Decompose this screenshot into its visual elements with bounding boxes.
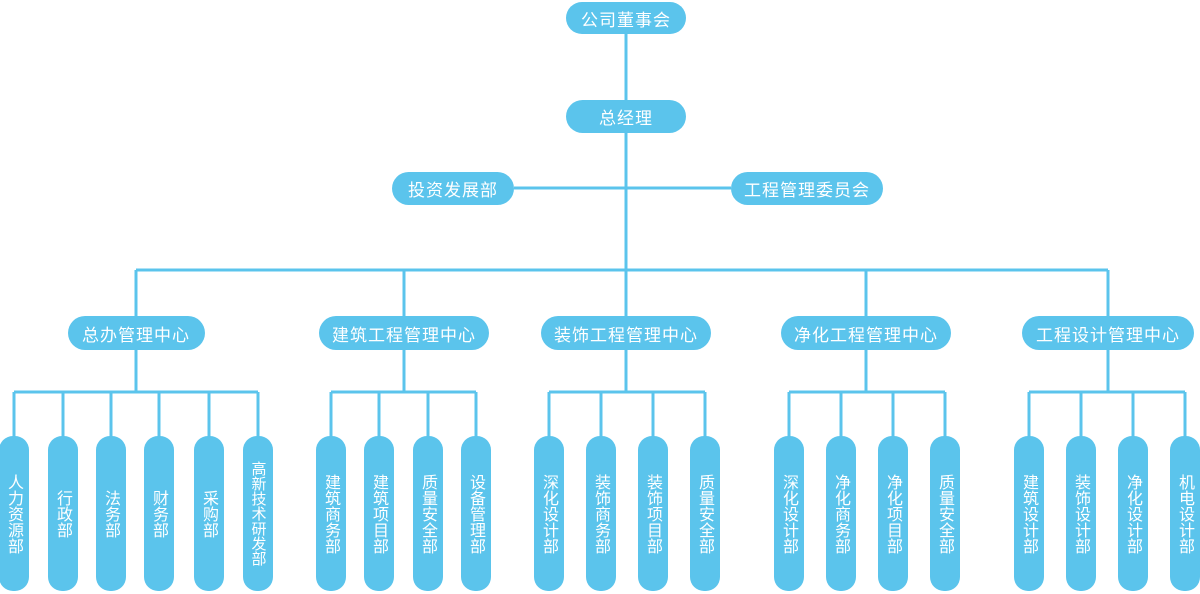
center-box: 工程设计管理中心 <box>1022 316 1194 350</box>
general-manager-box: 总经理 <box>566 100 686 133</box>
dept-box: 机电设计部 <box>1170 436 1200 591</box>
dept-box: 建筑项目部 <box>364 436 394 591</box>
dept-box: 高新技术研发部 <box>243 436 273 591</box>
center-box: 建筑工程管理中心 <box>319 316 489 350</box>
board-box: 公司董事会 <box>566 2 686 34</box>
dept-box: 建筑设计部 <box>1014 436 1044 591</box>
dept-box: 建筑商务部 <box>316 436 346 591</box>
center-box: 净化工程管理中心 <box>781 316 951 350</box>
dept-box: 财务部 <box>144 436 174 591</box>
dept-box: 行政部 <box>48 436 78 591</box>
dept-box: 装饰商务部 <box>586 436 616 591</box>
dept-box: 法务部 <box>96 436 126 591</box>
center-box: 总办管理中心 <box>67 316 205 350</box>
dept-box: 深化设计部 <box>774 436 804 591</box>
dept-box: 净化商务部 <box>826 436 856 591</box>
dept-box: 深化设计部 <box>534 436 564 591</box>
center-box: 装饰工程管理中心 <box>541 316 711 350</box>
dept-box: 装饰设计部 <box>1066 436 1096 591</box>
dept-box: 采购部 <box>194 436 224 591</box>
dept-box: 质量安全部 <box>690 436 720 591</box>
engineering-committee-box: 工程管理委员会 <box>731 172 883 205</box>
dept-box: 质量安全部 <box>413 436 443 591</box>
dept-box: 人力资源部 <box>0 436 29 591</box>
dept-box: 净化项目部 <box>878 436 908 591</box>
dept-box: 质量安全部 <box>930 436 960 591</box>
dept-box: 净化设计部 <box>1118 436 1148 591</box>
investment-dept-box: 投资发展部 <box>392 172 514 205</box>
dept-box: 设备管理部 <box>461 436 491 591</box>
dept-box: 装饰项目部 <box>638 436 668 591</box>
